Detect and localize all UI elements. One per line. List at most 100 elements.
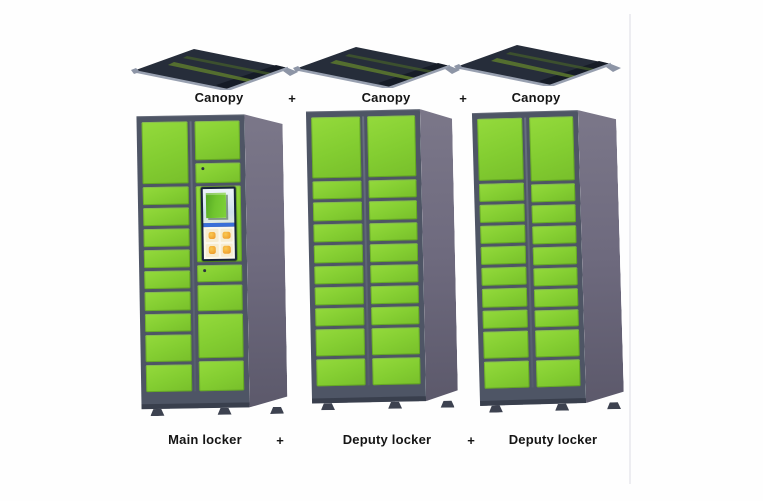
menu-tile-1 <box>205 229 219 242</box>
cabinet-front-panel <box>305 109 427 404</box>
kiosk-touchscreen <box>201 186 237 261</box>
locker-door <box>530 183 576 203</box>
locker-door <box>533 287 579 307</box>
locker-door <box>145 364 192 393</box>
door-column-2 <box>366 115 421 386</box>
locker-door <box>479 203 525 223</box>
canopy-graphic-1 <box>131 49 298 90</box>
locker-door <box>195 185 242 262</box>
cabinet-side-panel <box>420 109 458 402</box>
locker-door <box>368 221 418 241</box>
locker-door <box>198 360 245 392</box>
locker-door <box>144 312 191 332</box>
cabinet-foot <box>489 405 503 412</box>
cabinet-foot <box>150 409 164 416</box>
cabinet-foot <box>555 403 569 410</box>
plus-sign-top-2: + <box>459 91 467 106</box>
locker-door <box>366 115 417 178</box>
locker-door <box>480 224 526 244</box>
locker-door <box>313 222 363 243</box>
locker-door <box>315 307 364 327</box>
locker-photo-subject <box>206 193 227 219</box>
locker-door <box>477 117 524 181</box>
canopy-graphic-3 <box>454 45 621 86</box>
locker-door <box>535 359 581 388</box>
locker-door <box>315 328 365 357</box>
locker-door <box>194 120 241 161</box>
page-edge-line <box>629 14 631 484</box>
screen-menu-grid <box>203 226 235 259</box>
door-column-2 <box>194 120 245 392</box>
keyhole-dot <box>202 268 206 272</box>
canopy-graphic-2 <box>293 47 460 88</box>
cabinet-front-panel <box>136 114 250 410</box>
locker-door <box>313 244 363 264</box>
deputy-locker-label-1: Deputy locker <box>342 432 432 447</box>
locker-door <box>145 334 192 363</box>
plus-sign-bottom-2: + <box>467 433 475 448</box>
locker-door <box>368 200 418 220</box>
locker-door <box>143 228 190 248</box>
door-column-1 <box>141 121 192 393</box>
deputy-locker-2 <box>471 109 624 409</box>
cabinet-foot <box>607 402 621 409</box>
cabinet-front-panel <box>471 110 587 406</box>
locker-door <box>531 225 577 245</box>
locker-door <box>369 263 419 283</box>
locker-door <box>316 358 366 387</box>
canopy-label-3: Canopy <box>511 90 561 105</box>
locker-door <box>312 201 362 221</box>
menu-tile-4 <box>220 243 233 257</box>
main-locker-label: Main locker <box>168 432 242 447</box>
locker-door <box>370 284 419 305</box>
locker-door <box>367 179 417 199</box>
locker-door <box>534 329 580 358</box>
canopy-label-2: Canopy <box>361 90 411 105</box>
cabinet-foot <box>441 401 455 408</box>
locker-door <box>481 266 527 287</box>
locker-door <box>483 360 530 389</box>
door-column-2 <box>528 116 581 388</box>
locker-door <box>482 309 528 329</box>
plus-sign-top-1: + <box>288 91 296 106</box>
locker-door <box>143 249 190 269</box>
locker-door <box>480 245 526 266</box>
deputy-locker-1 <box>305 109 458 404</box>
cabinet-foot <box>217 408 231 415</box>
locker-door <box>312 180 362 200</box>
locker-door <box>143 207 189 227</box>
cabinet-foot <box>388 402 402 409</box>
locker-door <box>194 162 241 184</box>
locker-door <box>196 263 243 283</box>
locker-door <box>142 186 189 205</box>
plus-sign-bottom-1: + <box>276 433 284 448</box>
locker-door <box>531 204 577 224</box>
cabinet-side-panel <box>244 114 287 408</box>
locker-door <box>481 287 527 308</box>
menu-tile-3 <box>206 243 219 257</box>
door-column-1 <box>311 116 366 387</box>
menu-tile-2 <box>220 228 233 242</box>
locker-door <box>532 246 578 266</box>
door-column-1 <box>477 117 530 389</box>
locker-door <box>478 182 524 202</box>
locker-door <box>144 270 190 290</box>
locker-door <box>528 116 575 182</box>
cabinet-foot <box>270 407 284 414</box>
deputy-locker-label-2: Deputy locker <box>508 432 598 447</box>
locker-door <box>532 267 578 287</box>
locker-door <box>371 327 421 356</box>
locker-door <box>370 306 420 326</box>
locker-door <box>483 330 529 359</box>
main-locker <box>136 114 287 410</box>
locker-door <box>371 357 421 386</box>
locker-door <box>369 242 419 262</box>
locker-door <box>314 286 364 306</box>
locker-door <box>144 291 191 311</box>
locker-door <box>533 308 579 328</box>
keyhole-dot <box>200 167 204 171</box>
locker-door <box>141 121 189 184</box>
locker-door <box>314 265 364 285</box>
canopy-label-1: Canopy <box>194 90 244 105</box>
